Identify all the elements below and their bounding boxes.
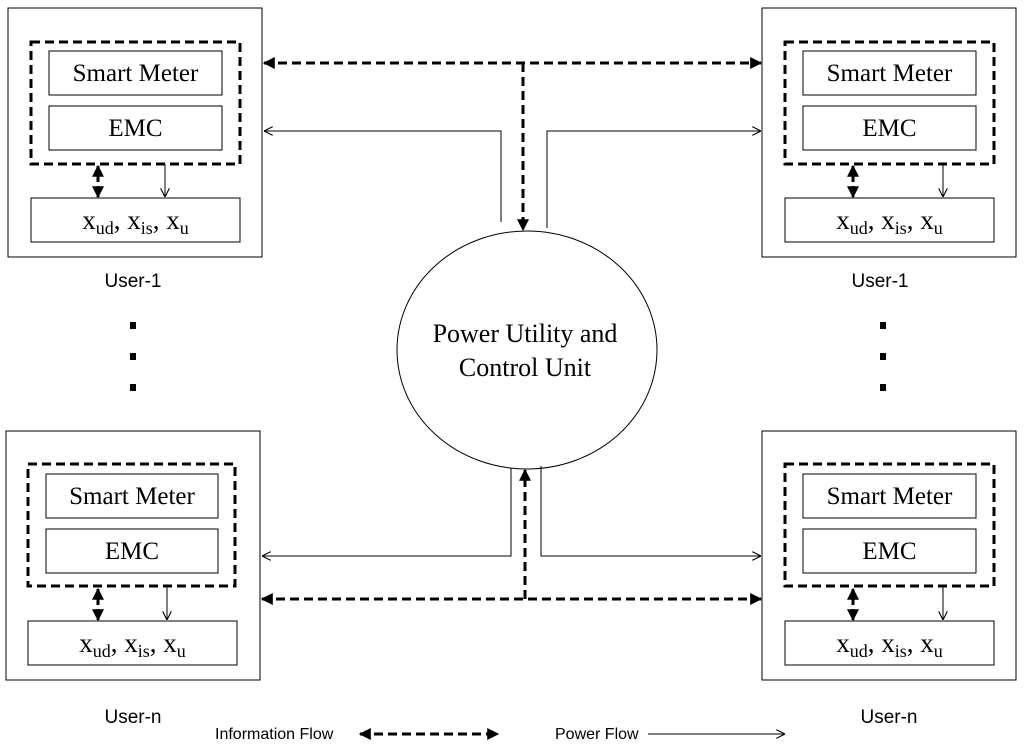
power-line-to-top-left xyxy=(264,131,502,222)
smart-meter-box xyxy=(45,473,219,519)
variables-label: xud, xis, xu xyxy=(82,205,189,238)
user-label: User-1 xyxy=(104,271,161,292)
user-block-top-right: Smart Meter EMC xud, xis, xu xyxy=(761,7,1017,258)
emc-box xyxy=(45,528,219,574)
power-line-to-bottom-right xyxy=(540,466,761,556)
power-line-to-top-right xyxy=(546,131,761,228)
smart-meter-label: Smart Meter xyxy=(827,60,953,87)
meter-group-dashed-box xyxy=(783,40,996,166)
variables-box xyxy=(784,197,995,243)
variables-label: xud, xis, xu xyxy=(836,628,943,661)
ellipsis-dots-left xyxy=(130,322,136,391)
user-outer-box xyxy=(7,7,263,258)
legend-information-label: Information Flow xyxy=(215,726,334,743)
variables-box xyxy=(784,620,995,666)
variables-label: xud, xis, xu xyxy=(79,628,186,661)
emc-box xyxy=(802,105,977,151)
smart-meter-box xyxy=(802,473,977,519)
meter-group-dashed-box xyxy=(26,462,237,588)
user-block-bottom-right: Smart Meter EMC xud, xis, xu xyxy=(761,430,1017,681)
hub-label-line-1: Power Utility and xyxy=(433,319,618,348)
emc-label: EMC xyxy=(862,538,916,565)
user-label: User-1 xyxy=(851,271,908,292)
variables-box xyxy=(27,620,238,666)
user-outer-box xyxy=(5,430,261,681)
smart-meter-box xyxy=(802,50,977,96)
variables-label: xud, xis, xu xyxy=(836,205,943,238)
user-label: User-n xyxy=(860,707,917,728)
power-line-to-bottom-left xyxy=(262,468,512,556)
legend: Information Flow Power Flow xyxy=(215,726,785,743)
emc-box xyxy=(802,528,977,574)
emc-label: EMC xyxy=(105,538,159,565)
hub-label-line-2: Control Unit xyxy=(459,353,592,382)
smart-meter-label: Smart Meter xyxy=(827,483,953,510)
power-utility-hub xyxy=(396,230,658,470)
user-label: User-n xyxy=(104,707,161,728)
user-outer-box xyxy=(761,7,1017,258)
ellipsis-dots-right xyxy=(880,322,886,391)
smart-meter-label: Smart Meter xyxy=(73,60,199,87)
emc-label: EMC xyxy=(108,115,162,142)
meter-group-dashed-box xyxy=(29,40,242,166)
smart-meter-box xyxy=(48,50,223,96)
user-block-bottom-left: Smart Meter EMC xud, xis, xu xyxy=(5,430,261,681)
variables-box xyxy=(30,197,241,243)
legend-power-label: Power Flow xyxy=(555,726,639,743)
user-outer-box xyxy=(761,430,1017,681)
user-block-top-left: Smart Meter EMC xud, xis, xu xyxy=(7,7,263,258)
emc-label: EMC xyxy=(862,115,916,142)
meter-group-dashed-box xyxy=(783,462,996,588)
smart-meter-label: Smart Meter xyxy=(69,483,195,510)
emc-box xyxy=(48,105,223,151)
